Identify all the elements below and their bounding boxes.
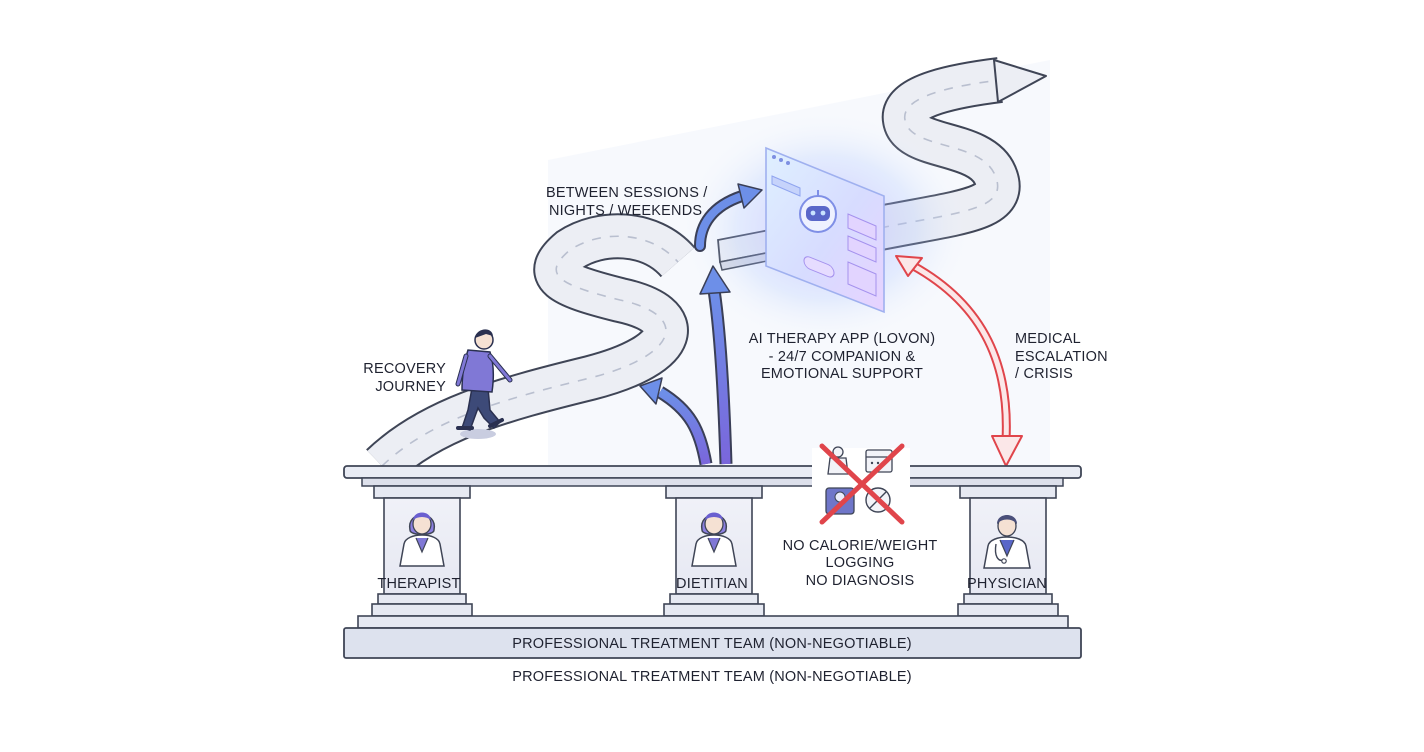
label-ai-app: AI THERAPY APP (LOVON) - 24/7 COMPANION … (749, 331, 936, 382)
deck-beam (343, 465, 1082, 487)
svg-text:NO DIAGNOSIS: NO DIAGNOSIS (806, 573, 915, 589)
svg-text:AI THERAPY APP (LOVON): AI THERAPY APP (LOVON) (749, 331, 936, 347)
pillar-physician: PHYSICIAN (957, 485, 1059, 617)
road-arrow-head (993, 59, 1047, 103)
svg-text:NO CALORIE/WEIGHT: NO CALORIE/WEIGHT (783, 538, 938, 554)
ai-app-panel (676, 108, 976, 348)
dietitian-icon (691, 512, 737, 567)
crisis-arrow (895, 255, 1023, 467)
foundation-caption: PROFESSIONAL TREATMENT TEAM (NON-NEGOTIA… (512, 669, 912, 685)
person-walking-icon (455, 329, 513, 439)
foundation-base: PROFESSIONAL TREATMENT TEAM (NON-NEGOTIA… (343, 615, 1082, 659)
pillar-label-physician: PHYSICIAN (967, 576, 1047, 592)
svg-text:JOURNEY: JOURNEY (375, 379, 446, 395)
svg-text:RECOVERY: RECOVERY (363, 361, 446, 377)
label-recovery-journey: RECOVERY JOURNEY (363, 361, 446, 395)
between-sessions-arrow (694, 183, 763, 252)
svg-text:NIGHTS / WEEKENDS: NIGHTS / WEEKENDS (549, 203, 702, 219)
svg-text:- 24/7 COMPANION &: - 24/7 COMPANION & (769, 349, 916, 365)
label-medical-escalation: MEDICAL ESCALATION / CRISIS (1015, 331, 1108, 382)
svg-text:BETWEEN SESSIONS /: BETWEEN SESSIONS / (546, 185, 708, 201)
label-between-sessions: BETWEEN SESSIONS / NIGHTS / WEEKENDS (546, 185, 708, 219)
recovery-road-lower (366, 213, 696, 483)
svg-text:MEDICAL: MEDICAL (1015, 331, 1081, 347)
svg-text:/ CRISIS: / CRISIS (1015, 366, 1073, 382)
svg-text:ESCALATION: ESCALATION (1015, 349, 1108, 365)
foundation-base-text: PROFESSIONAL TREATMENT TEAM (NON-NEGOTIA… (512, 636, 912, 652)
pillar-label-dietitian: DIETITIAN (676, 576, 748, 592)
svg-text:LOGGING: LOGGING (825, 555, 894, 571)
pillar-therapist: THERAPIST (371, 485, 473, 617)
label-restrictions: NO CALORIE/WEIGHT LOGGING NO DIAGNOSIS (783, 538, 938, 589)
pillar-dietitian: DIETITIAN (663, 485, 765, 617)
support-arrow-tall (699, 265, 733, 465)
nurse-icon (399, 512, 445, 567)
svg-text:EMOTIONAL SUPPORT: EMOTIONAL SUPPORT (761, 366, 923, 382)
doctor-icon (983, 515, 1031, 569)
no-food-scale-icon (812, 443, 910, 525)
support-arrow-short (639, 377, 713, 466)
pillar-label-therapist: THERAPIST (377, 576, 460, 592)
ai-robot-icon (799, 190, 837, 233)
